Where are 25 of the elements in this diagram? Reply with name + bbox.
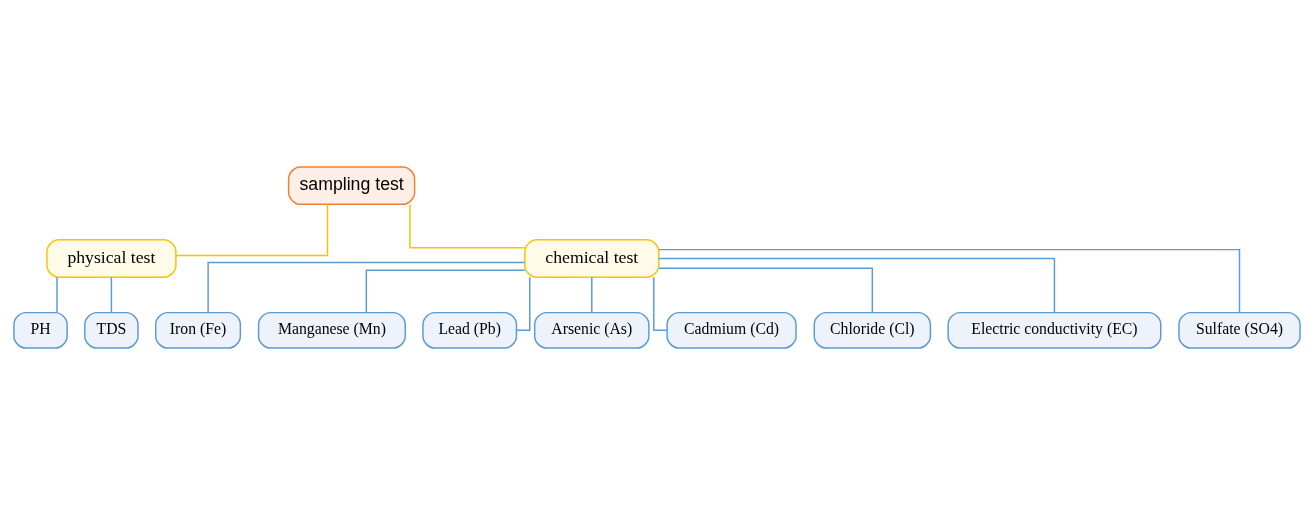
node-box: Lead (Pb): [422, 311, 518, 349]
connector: [591, 276, 593, 313]
node-box: Sulfate (SO4): [1178, 311, 1301, 349]
connector: [658, 257, 1056, 313]
connector: [365, 269, 526, 313]
connector: [56, 276, 58, 313]
node-box: Cadmium (Cd): [666, 311, 797, 349]
node-box: Chloride (Cl): [813, 311, 932, 349]
node-box: chemical test: [524, 238, 660, 278]
node-box: Iron (Fe): [154, 311, 242, 349]
node-box: sampling test: [287, 165, 416, 205]
connector: [409, 203, 526, 248]
node-box: Arsenic (As): [533, 311, 650, 349]
connector: [653, 276, 668, 331]
node-box: Manganese (Mn): [257, 311, 406, 349]
connector: [175, 203, 329, 256]
connector: [516, 276, 531, 331]
node-box: PH: [13, 311, 68, 349]
connector: [110, 276, 113, 313]
node-box: TDS: [84, 311, 139, 349]
connector: [658, 267, 874, 313]
connector: [207, 261, 526, 313]
connector: [658, 248, 1241, 313]
node-box: Electric conductivity (EC): [947, 311, 1162, 349]
node-box: physical test: [46, 238, 177, 278]
